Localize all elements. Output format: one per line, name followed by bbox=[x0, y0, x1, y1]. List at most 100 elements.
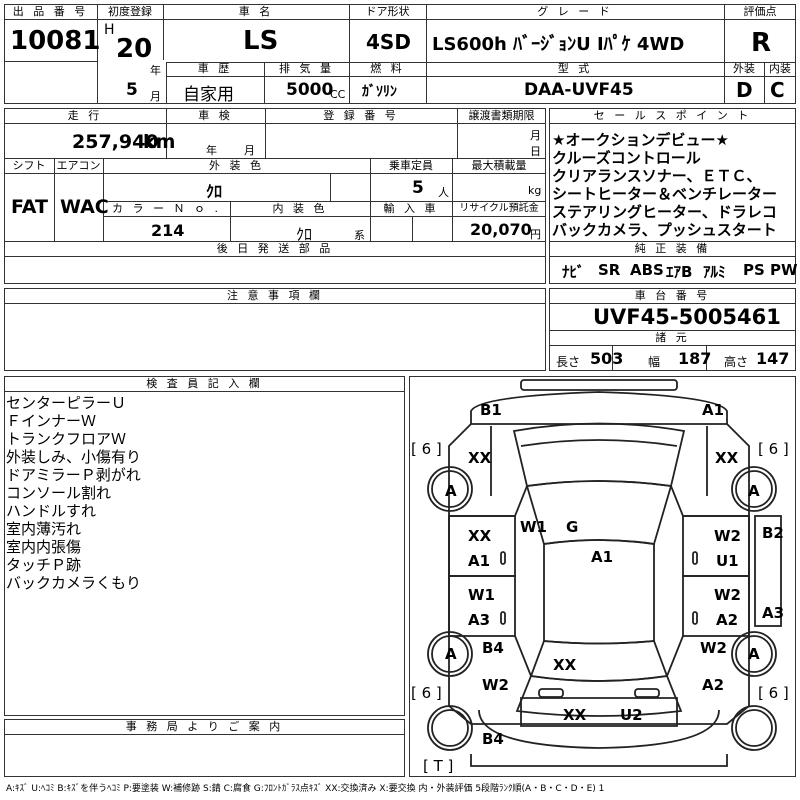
mark-a-tl: A bbox=[445, 482, 457, 500]
recycle-label: リサイクル預託金 bbox=[459, 203, 539, 214]
int-color: ｸﾛ bbox=[296, 225, 313, 244]
dimensions-label: 諸 元 bbox=[655, 331, 690, 344]
mark-b4-l: B4 bbox=[482, 639, 504, 657]
capacity-label: 乗車定員 bbox=[389, 159, 433, 172]
month-unit: 月 bbox=[150, 90, 161, 103]
model-label: 型 式 bbox=[557, 62, 593, 75]
mark-u1-fr: U1 bbox=[716, 552, 739, 570]
header-block bbox=[4, 4, 796, 104]
inspector-note: タッチＰ跡 bbox=[6, 556, 82, 574]
inspector-note: ハンドルすれ bbox=[6, 502, 97, 520]
mark-w1-rl: W1 bbox=[468, 586, 495, 604]
equipment-item: ﾅﾋﾞ bbox=[562, 263, 585, 281]
first-reg-label: 初度登録 bbox=[108, 5, 152, 18]
sales-points-label: セ ー ル ス ポ イ ン ト bbox=[593, 109, 752, 122]
equipment-item: SR bbox=[598, 261, 621, 279]
sales-point-line: ★オークションデビュー★ bbox=[552, 131, 729, 149]
mark-a3-r: A3 bbox=[762, 604, 785, 622]
history-label: 車 歴 bbox=[197, 62, 233, 75]
int-color-unit: 系 bbox=[354, 229, 365, 242]
inspection-year-unit: 年 bbox=[206, 144, 217, 157]
mark-w2-rr: W2 bbox=[714, 586, 741, 604]
mark-b2: B2 bbox=[762, 524, 784, 542]
int-color-label: 内 装 色 bbox=[272, 202, 328, 215]
mark-tire-br: [ 6 ] bbox=[758, 684, 789, 702]
mark-w2-fr: W2 bbox=[714, 527, 741, 545]
exterior: D bbox=[736, 78, 753, 102]
exterior-label: 外装 bbox=[733, 62, 755, 75]
equipment-item: ｱﾙﾐ bbox=[703, 263, 726, 281]
mark-tire-tl: [ 6 ] bbox=[411, 440, 442, 458]
height-label: 高さ bbox=[724, 355, 749, 369]
caution-block bbox=[4, 288, 546, 371]
inspector-note: ドアミラーＰ剥がれ bbox=[6, 466, 141, 484]
color-label: 外 装 色 bbox=[209, 159, 264, 172]
color-no: 214 bbox=[151, 221, 185, 240]
equipment-item: ｴｱB bbox=[666, 263, 693, 281]
mark-g-glass: G bbox=[566, 518, 579, 536]
mark-u2-bumper: U2 bbox=[620, 706, 643, 724]
equipment-item: ABS bbox=[630, 261, 664, 279]
later-parts-label: 後 日 発 送 部 品 bbox=[216, 242, 334, 255]
mark-w2-r: W2 bbox=[700, 639, 727, 657]
color-no-label: カ ラ ー Ｎ ｏ . bbox=[112, 202, 221, 215]
office-label: 事 務 局 よ り ご 案 内 bbox=[125, 720, 284, 733]
fuel-label: 燃 料 bbox=[370, 62, 405, 75]
grade-label: グ レ ー ド bbox=[537, 5, 613, 18]
inspector-block bbox=[4, 376, 405, 716]
transfer-label: 譲渡書類期限 bbox=[468, 109, 535, 122]
length: 503 bbox=[590, 349, 624, 368]
mark-w2-l: W2 bbox=[482, 676, 509, 694]
mark-a2-rr: A2 bbox=[716, 611, 739, 629]
height: 147 bbox=[756, 349, 790, 368]
lot-no-label: 出 品 番 号 bbox=[12, 5, 89, 18]
inspector-note: コンソール割れ bbox=[6, 484, 112, 502]
era: H bbox=[104, 22, 115, 38]
inspector-note: ＦインナーＷ bbox=[6, 412, 97, 430]
inspection-month-unit: 月 bbox=[244, 144, 255, 157]
width: 187 bbox=[678, 349, 712, 368]
mark-w1-hood: W1 bbox=[520, 518, 547, 536]
history: 自家用 bbox=[183, 85, 234, 105]
reg-no-label: 登 録 番 号 bbox=[323, 109, 399, 122]
recycle-unit: 円 bbox=[530, 228, 541, 241]
ac-label: エアコン bbox=[56, 159, 101, 172]
sales-point-line: シートヒーター＆ベンチレーター bbox=[552, 185, 778, 203]
sales-point-line: ステアリングヒーター、ドラレコ bbox=[552, 203, 777, 221]
inspector-label: 検 査 員 記 入 欄 bbox=[146, 377, 263, 390]
mark-t: [ T ] bbox=[423, 757, 454, 775]
mark-a2-br: A2 bbox=[702, 676, 725, 694]
year: 20 bbox=[116, 34, 153, 64]
transfer-month-unit: 月 bbox=[530, 129, 541, 142]
equipment-item: PS bbox=[743, 261, 765, 279]
mark-xx-fl: XX bbox=[468, 527, 492, 545]
inspection-label: 車 検 bbox=[198, 109, 233, 122]
recycle: 20,070 bbox=[470, 220, 532, 239]
transfer-day-unit: 日 bbox=[530, 145, 541, 158]
office-block bbox=[4, 719, 405, 777]
width-label: 幅 bbox=[648, 355, 661, 369]
month: 5 bbox=[126, 80, 138, 100]
vehicle-info-block bbox=[4, 108, 546, 284]
interior-label: 内装 bbox=[769, 62, 791, 75]
mark-xx-bumper: XX bbox=[563, 706, 587, 724]
year-unit: 年 bbox=[150, 64, 161, 77]
mark-xx-tl: XX bbox=[468, 449, 492, 467]
mark-b4-bottom: B4 bbox=[482, 730, 504, 748]
color: ｸﾛ bbox=[206, 182, 223, 201]
equipment-item: PW bbox=[770, 261, 798, 279]
chassis-block bbox=[549, 288, 796, 371]
score: R bbox=[751, 28, 772, 58]
car-diagram bbox=[427, 379, 782, 767]
mark-tire-tr: [ 6 ] bbox=[758, 440, 789, 458]
mileage-label: 走 行 bbox=[67, 109, 103, 122]
mark-a1-roof: A1 bbox=[591, 548, 614, 566]
sales-point-line: クリアランスソナー、ＥＴＣ、 bbox=[552, 167, 762, 185]
mark-a-bl: A bbox=[445, 645, 457, 663]
displacement-label: 排 気 量 bbox=[279, 62, 334, 75]
shift-label: シフト bbox=[12, 159, 46, 172]
mark-b1: B1 bbox=[480, 401, 502, 419]
mark-xx-trunk: XX bbox=[553, 656, 577, 674]
chassis-number: UVF45-5005461 bbox=[593, 305, 781, 329]
grade: LS600h ﾊﾞｰｼﾞｮﾝU Iﾊﾟｹ 4WD bbox=[432, 34, 685, 55]
